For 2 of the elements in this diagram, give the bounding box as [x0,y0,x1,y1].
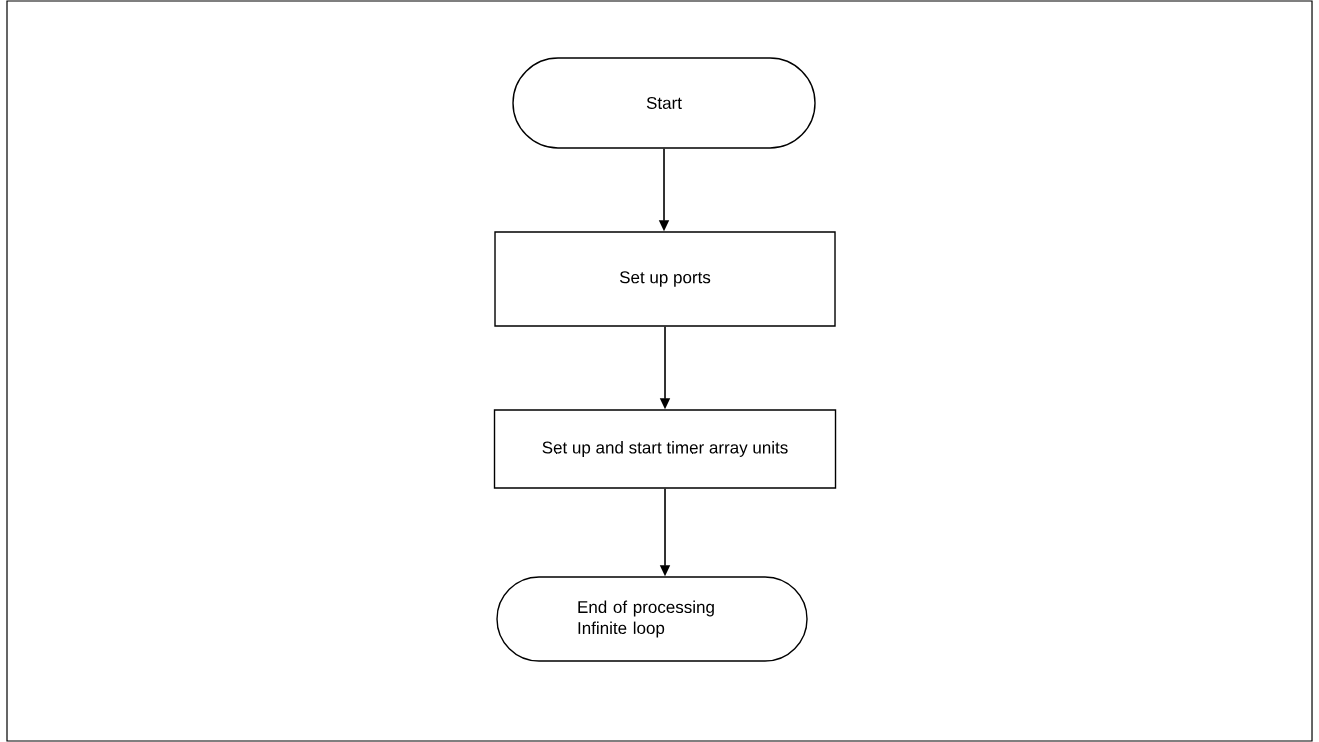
process-box: Set up and start timer array units [493,409,837,489]
process-box: Set up ports [494,231,836,327]
